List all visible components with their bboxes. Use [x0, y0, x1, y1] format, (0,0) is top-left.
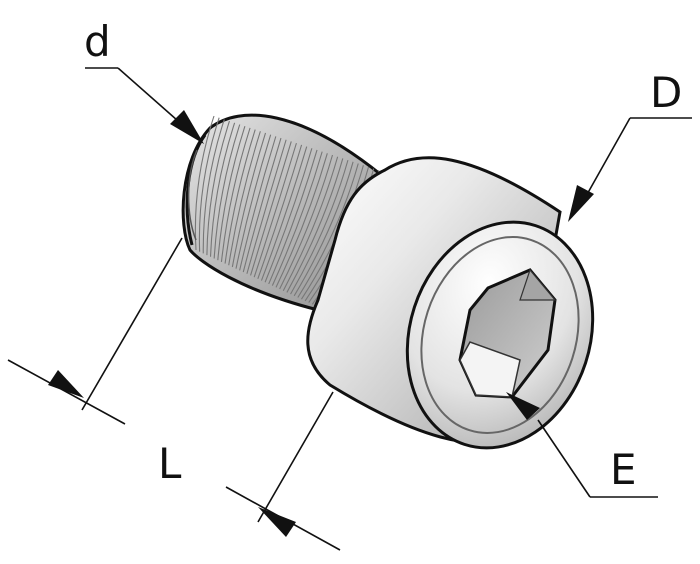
label-d: d — [84, 17, 111, 66]
label-E: E — [610, 445, 637, 494]
thread-line — [246, 139, 287, 274]
thread-line — [297, 163, 359, 298]
dimension-E: E — [506, 392, 658, 498]
thread-line — [206, 120, 230, 256]
dimension-D: D — [568, 68, 692, 222]
thread-line — [257, 144, 303, 280]
thread-line — [224, 129, 256, 264]
thread-line — [202, 119, 225, 254]
thread-line — [213, 124, 241, 259]
thread-line — [198, 117, 220, 252]
thread-lines — [194, 115, 385, 307]
thread-line — [235, 134, 272, 269]
dimension-d: d — [84, 17, 204, 144]
thread-line — [228, 131, 261, 266]
thread-line — [194, 115, 215, 251]
thread-line — [264, 148, 313, 283]
thread-line — [253, 142, 297, 278]
thread-line — [268, 149, 318, 285]
label-L: L — [158, 439, 182, 488]
thread-line — [239, 136, 277, 271]
thread-line — [290, 159, 349, 295]
thread-line — [231, 132, 267, 268]
thread-line — [275, 153, 328, 288]
label-D: D — [650, 68, 682, 117]
thread-line — [282, 156, 339, 291]
thread-line — [271, 151, 323, 286]
dimension-L: L — [7, 237, 341, 551]
thread-line — [279, 154, 334, 290]
thread-line — [293, 161, 354, 297]
thread-line — [209, 122, 236, 257]
thread-line — [217, 126, 246, 261]
thread-line — [220, 127, 251, 262]
thread-line — [250, 141, 292, 276]
thread-line — [286, 158, 344, 293]
thread-line — [242, 137, 282, 273]
threaded-shank — [181, 113, 387, 312]
screw-head — [306, 156, 595, 450]
thread-line — [260, 146, 308, 281]
